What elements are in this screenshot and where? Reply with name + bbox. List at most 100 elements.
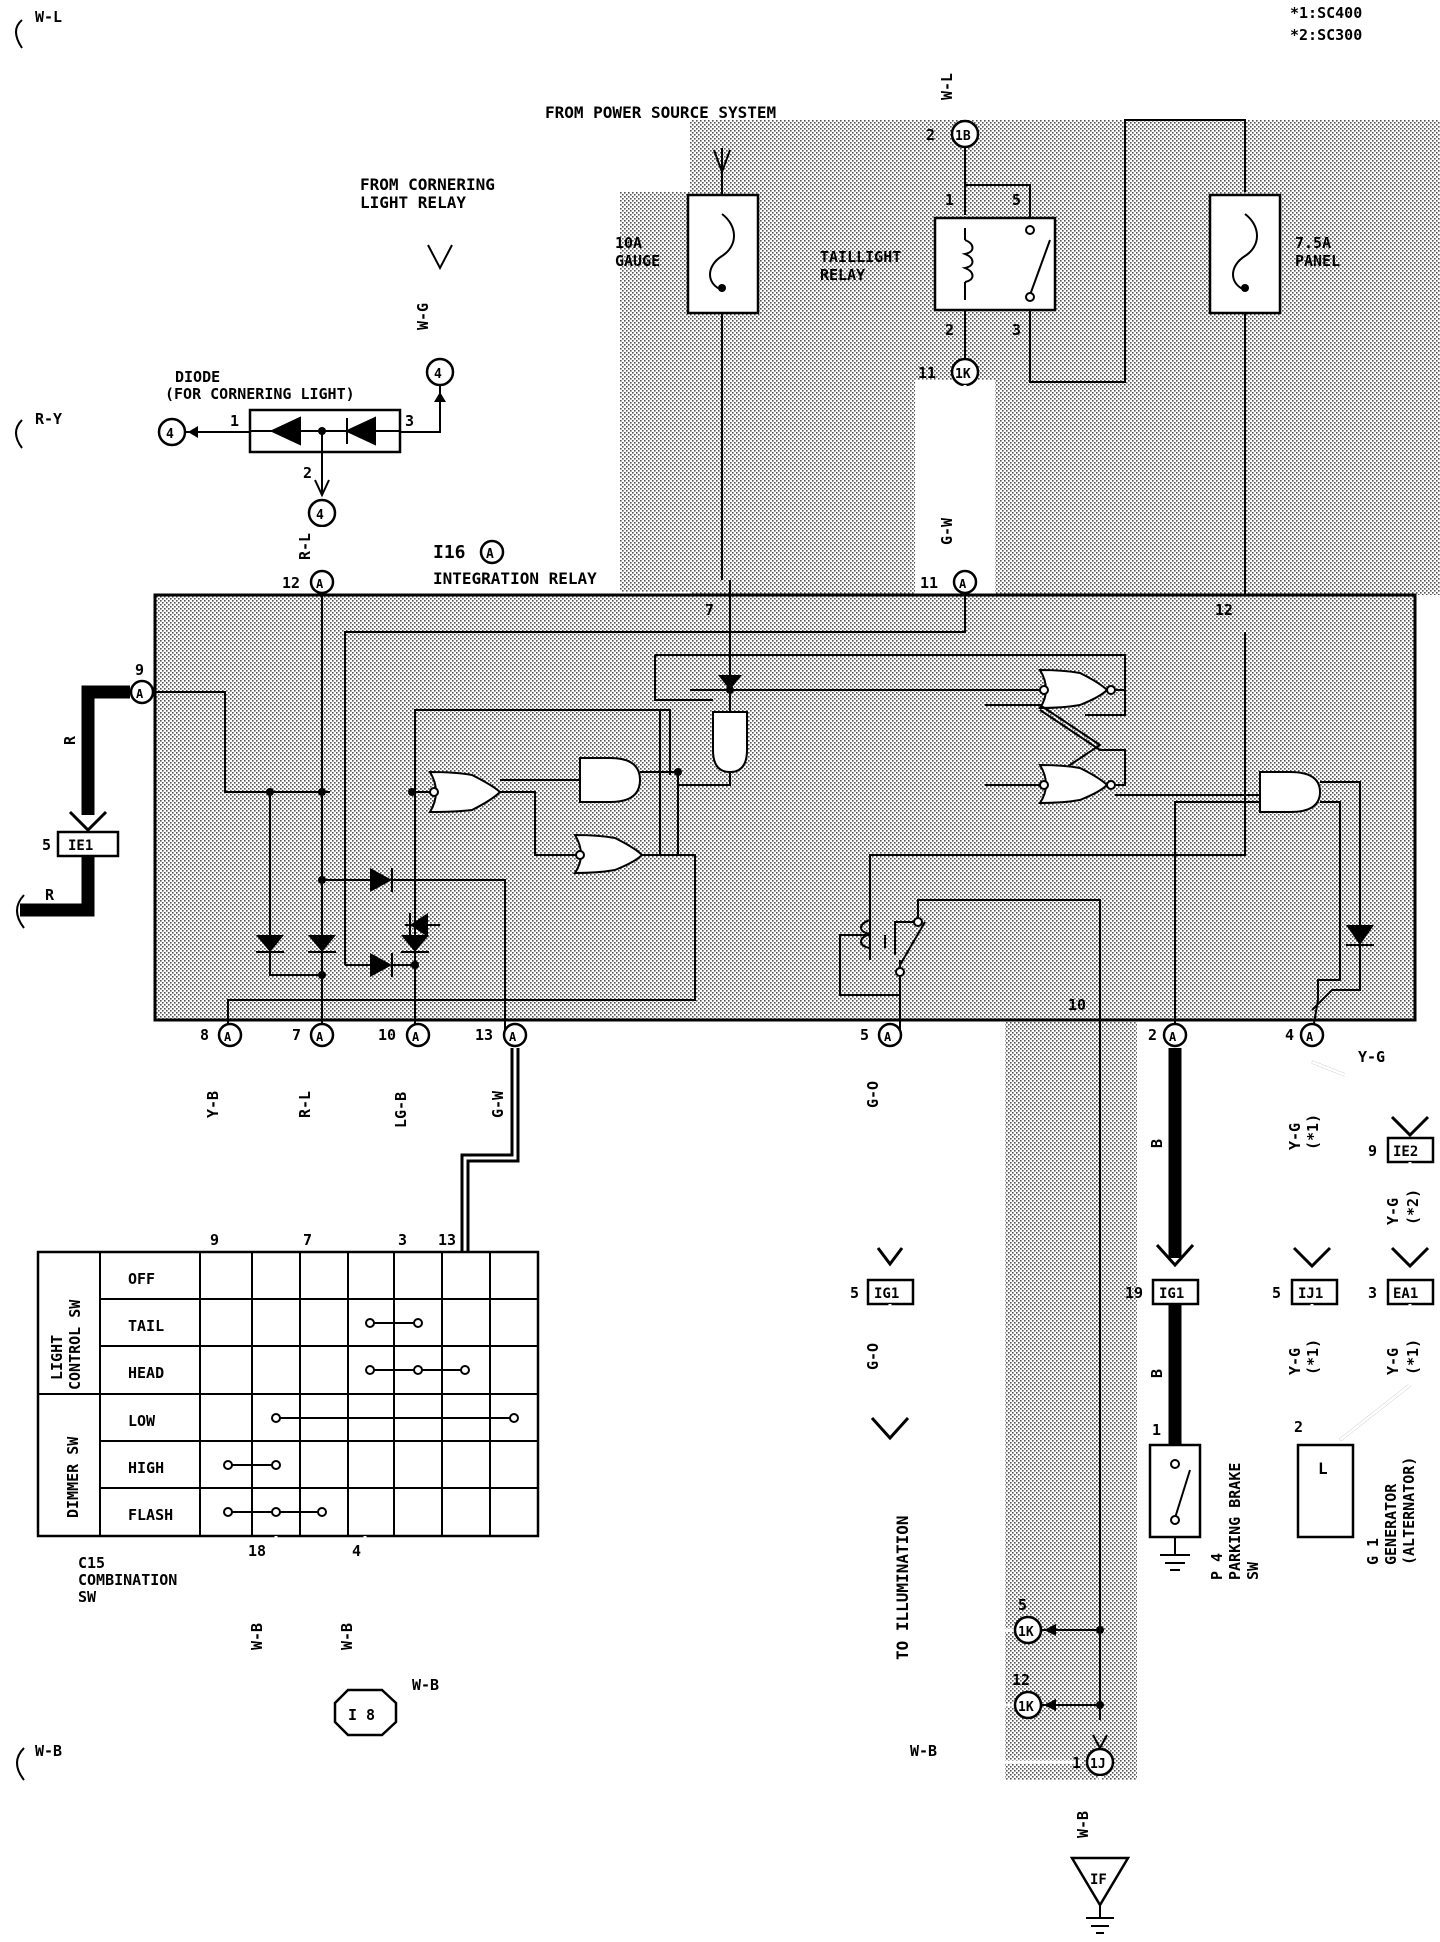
svg-text:Y-G: Y-G — [1286, 1348, 1304, 1375]
svg-text:W-B: W-B — [910, 1742, 937, 1760]
svg-text:12: 12 — [282, 574, 300, 592]
svg-text:(ALTERNATOR): (ALTERNATOR) — [1400, 1457, 1418, 1565]
svg-text:A: A — [1306, 1030, 1314, 1044]
svg-text:IF: IF — [1090, 1872, 1107, 1888]
svg-text:A: A — [412, 1030, 420, 1044]
cornering-label-2: LIGHT RELAY — [360, 193, 466, 212]
svg-text:IG1: IG1 — [1159, 1286, 1184, 1302]
svg-text:LIGHT: LIGHT — [48, 1335, 66, 1380]
svg-text:P 4: P 4 — [1208, 1553, 1226, 1580]
svg-text:G 1: G 1 — [1364, 1538, 1382, 1565]
svg-text:1K: 1K — [1018, 1625, 1034, 1640]
svg-text:4: 4 — [434, 367, 442, 382]
taillight-relay: 1B 2 1 5 TAILLIGHT RELAY 2 3 1K 11 — [820, 119, 1246, 387]
svg-text:B: B — [1148, 1139, 1166, 1148]
wire-label-wg: W-G — [414, 303, 432, 330]
integration-relay-box — [153, 593, 1417, 1022]
ground-wires — [12, 1536, 1082, 1781]
svg-text:2: 2 — [1294, 1418, 1303, 1436]
power-source-label: FROM POWER SOURCE SYSTEM — [545, 103, 776, 122]
svg-text:Y-G: Y-G — [1384, 1198, 1402, 1225]
svg-text:1J: 1J — [1090, 1757, 1106, 1772]
wire-label-rl-top: R-L — [296, 533, 314, 560]
to-illumination-label: TO ILLUMINATION — [893, 1516, 912, 1661]
svg-text:A: A — [1169, 1030, 1177, 1044]
svg-text:L: L — [1318, 1459, 1328, 1478]
svg-text:3: 3 — [405, 412, 414, 430]
generator: L — [1296, 1443, 1355, 1539]
svg-text:5: 5 — [1018, 1596, 1027, 1614]
wire-wl-top — [10, 19, 967, 122]
svg-text:LG-B: LG-B — [392, 1092, 410, 1128]
wire-label-wl-vert: W-L — [938, 73, 956, 100]
svg-text:IG1: IG1 — [874, 1286, 899, 1302]
svg-text:GENERATOR: GENERATOR — [1382, 1483, 1400, 1565]
svg-text:4: 4 — [166, 427, 174, 442]
svg-text:5: 5 — [860, 1026, 869, 1044]
relay-bottom-connectors: A8 A7 A10 A13 A5 10 A2 A4 — [200, 996, 1325, 1048]
svg-text:13: 13 — [438, 1231, 456, 1249]
wire-label-wl: W-L — [35, 8, 62, 26]
row-head: HEAD — [128, 1364, 164, 1382]
svg-text:1K: 1K — [1018, 1700, 1034, 1715]
wires-to-combination-sw — [228, 1048, 520, 1252]
svg-text:7: 7 — [705, 601, 714, 619]
svg-text:A: A — [884, 1030, 892, 1044]
svg-text:G-O: G-O — [864, 1343, 882, 1370]
svg-text:3: 3 — [1012, 321, 1021, 339]
svg-text:18: 18 — [248, 1542, 266, 1560]
panel-fuse — [1208, 193, 1282, 315]
svg-text:13: 13 — [475, 1026, 493, 1044]
svg-text:9: 9 — [210, 1231, 219, 1249]
svg-text:3: 3 — [398, 1231, 407, 1249]
svg-text:A: A — [136, 687, 144, 701]
svg-text:IE1: IE1 — [68, 838, 93, 854]
svg-text:1: 1 — [945, 191, 954, 209]
svg-text:A: A — [316, 577, 324, 591]
cornering-label-1: FROM CORNERING — [360, 175, 495, 194]
svg-text:2: 2 — [303, 464, 312, 482]
svg-text:W-B: W-B — [248, 1623, 266, 1650]
svg-text:10: 10 — [378, 1026, 396, 1044]
svg-text:Y-G: Y-G — [1286, 1123, 1304, 1150]
svg-text:W-B: W-B — [338, 1623, 356, 1650]
svg-text:12: 12 — [1215, 601, 1233, 619]
combination-switch: LIGHT CONTROL SW DIMMER SW OFF TAIL HEAD… — [36, 1250, 540, 1538]
pin-2-1b: 2 — [926, 126, 935, 144]
panel-fuse-amp: 7.5A — [1295, 234, 1331, 252]
wire-label-ry: R-Y — [35, 410, 62, 428]
svg-text:EA1: EA1 — [1393, 1286, 1418, 1302]
svg-text:4: 4 — [352, 1542, 361, 1560]
svg-text:A: A — [959, 577, 967, 591]
svg-text:(*1): (*1) — [1404, 1339, 1422, 1375]
svg-text:W-B: W-B — [412, 1676, 439, 1694]
gauge-fuse-name: GAUGE — [615, 252, 660, 270]
svg-text:9: 9 — [135, 661, 144, 679]
svg-text:Y-G: Y-G — [1384, 1348, 1402, 1375]
svg-text:I 8: I 8 — [348, 1706, 375, 1724]
bottom-1k-connectors: 1K 5 1K 12 1J 1 IF — [1012, 1596, 1131, 1934]
svg-text:W-B: W-B — [35, 1742, 62, 1760]
svg-text:8: 8 — [200, 1026, 209, 1044]
svg-text:SW: SW — [1244, 1561, 1262, 1580]
svg-text:2: 2 — [945, 321, 954, 339]
svg-text:19: 19 — [1125, 1284, 1143, 1302]
svg-text:4: 4 — [1285, 1026, 1294, 1044]
relay-internals — [155, 580, 1374, 1720]
svg-text:SW: SW — [78, 1588, 97, 1606]
svg-text:1: 1 — [1072, 1754, 1081, 1772]
svg-text:12: 12 — [1012, 1671, 1030, 1689]
svg-text:1B: 1B — [955, 129, 971, 144]
svg-text:COMBINATION: COMBINATION — [78, 1571, 177, 1589]
junction-i8: I 8 — [333, 1688, 398, 1737]
svg-text:5: 5 — [1272, 1284, 1281, 1302]
svg-text:1: 1 — [230, 412, 239, 430]
row-off: OFF — [128, 1270, 155, 1288]
note-sc400: *1:SC400 — [1290, 4, 1362, 22]
svg-text:IJ1: IJ1 — [1298, 1286, 1323, 1302]
svg-text:A: A — [486, 547, 494, 562]
parking-brake-switch — [1148, 1443, 1202, 1571]
row-flash: FLASH — [128, 1506, 173, 1524]
